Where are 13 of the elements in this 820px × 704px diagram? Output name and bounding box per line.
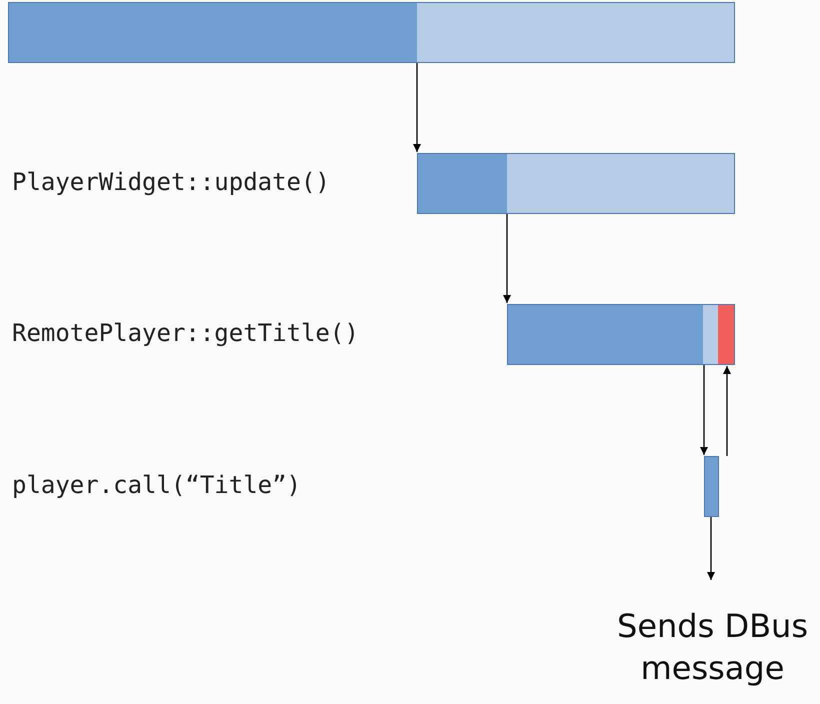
function-label: PlayerWidget::update() — [12, 168, 330, 196]
function-label: player.call(“Title”) — [12, 471, 301, 499]
arrow — [707, 517, 715, 580]
timeline-bar — [507, 304, 735, 365]
arrow — [700, 365, 708, 455]
function-label: RemotePlayer::getTitle() — [12, 319, 359, 347]
annotation-text: Sends DBus message — [590, 581, 820, 689]
arrow — [723, 366, 731, 456]
timeline-bar — [704, 456, 719, 517]
timeline-bar — [8, 2, 735, 63]
arrow — [413, 63, 421, 152]
arrow — [503, 214, 511, 303]
timeline-bar — [417, 153, 735, 214]
